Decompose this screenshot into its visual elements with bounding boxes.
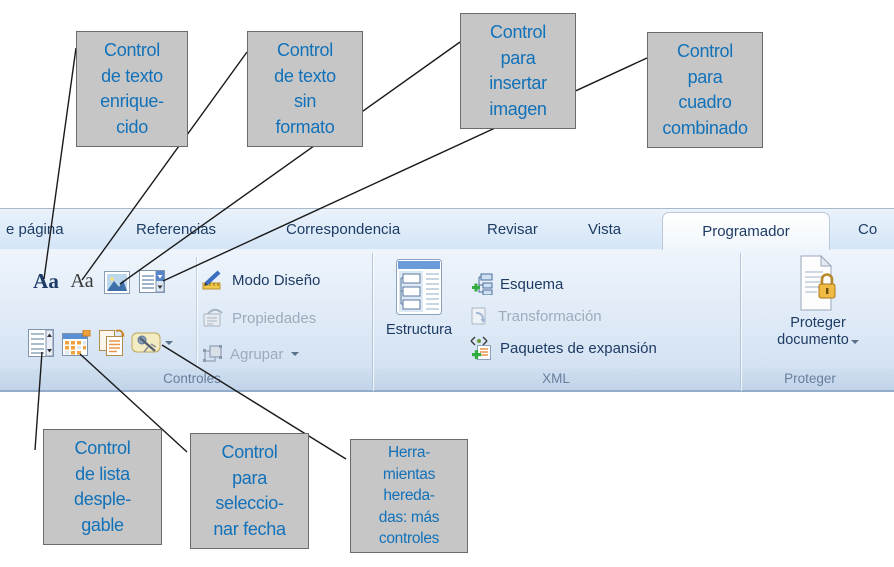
rich-text-control-button[interactable]: Aa — [33, 268, 59, 293]
group-label-strip: Controles XML Proteger — [0, 369, 894, 390]
group-label-proteger: Proteger — [784, 371, 836, 386]
structure-icon — [396, 259, 442, 315]
dropdown-arrow-icon — [850, 340, 859, 344]
transformation-label: Transformación — [498, 307, 602, 325]
group-objects-icon — [203, 345, 222, 362]
tab-programador[interactable]: Programador — [662, 212, 830, 250]
protect-document-button[interactable]: Proteger documento — [748, 255, 888, 349]
tab-diseno-de-pagina[interactable]: e página — [6, 220, 64, 238]
picture-content-icon — [104, 270, 130, 294]
plain-text-control-button[interactable]: Aa — [70, 269, 94, 292]
legacy-tools-icon — [131, 332, 161, 353]
group-divider — [740, 253, 741, 391]
controls-inner-divider — [196, 257, 197, 369]
structure-label: Estructura — [385, 322, 453, 338]
group-label-text: Agrupar — [230, 345, 284, 363]
word-ribbon: e página Referencias Correspondencia Rev… — [0, 208, 894, 392]
legacy-tools-button[interactable] — [130, 327, 174, 359]
design-mode-button[interactable]: Modo Diseño — [202, 267, 320, 293]
dropdown-list-control-button[interactable] — [26, 327, 56, 359]
group-divider — [372, 253, 373, 391]
dropdown-arrow-icon — [291, 352, 300, 356]
design-mode-icon — [202, 270, 221, 290]
expansion-packs-icon — [470, 336, 491, 360]
schema-icon — [472, 273, 493, 295]
expansion-packs-button[interactable]: Paquetes de expansión — [470, 335, 657, 361]
combo-box-icon — [139, 269, 165, 293]
properties-icon — [203, 308, 223, 327]
transformation-button[interactable]: Transformación — [470, 303, 602, 329]
picture-control-button[interactable] — [102, 267, 132, 297]
design-mode-label: Modo Diseño — [232, 271, 321, 289]
protect-document-icon — [800, 255, 836, 311]
date-picker-icon — [61, 329, 90, 356]
tab-correspondencia[interactable]: Correspondencia — [286, 220, 401, 238]
building-blocks-gallery-button[interactable] — [96, 327, 126, 359]
schema-button[interactable]: Esquema — [470, 271, 563, 297]
properties-label: Propiedades — [232, 309, 317, 327]
expansion-packs-label: Paquetes de expansión — [500, 339, 657, 357]
protect-document-label-line2: documento — [777, 332, 859, 349]
building-blocks-icon — [98, 329, 124, 356]
group-button[interactable]: Agrupar — [202, 341, 300, 367]
tab-revisar[interactable]: Revisar — [487, 220, 538, 238]
combo-box-control-button[interactable] — [136, 265, 168, 297]
structure-button[interactable]: Estructura — [378, 259, 460, 339]
ribbon-tab-row: e página Referencias Correspondencia Rev… — [0, 209, 894, 250]
tab-complementos-partial[interactable]: Co — [858, 220, 878, 238]
group-label-xml: XML — [542, 371, 570, 386]
dropdown-list-icon — [28, 329, 54, 357]
tab-referencias[interactable]: Referencias — [136, 220, 217, 238]
schema-label: Esquema — [500, 275, 564, 293]
group-label-controles: Controles — [163, 371, 221, 386]
tab-vista[interactable]: Vista — [588, 220, 622, 238]
properties-button[interactable]: Propiedades — [202, 305, 316, 331]
dropdown-arrow-icon — [165, 341, 173, 345]
date-picker-control-button[interactable] — [60, 327, 92, 359]
transformation-icon — [471, 307, 486, 325]
protect-document-label-line1: Proteger — [790, 315, 846, 331]
